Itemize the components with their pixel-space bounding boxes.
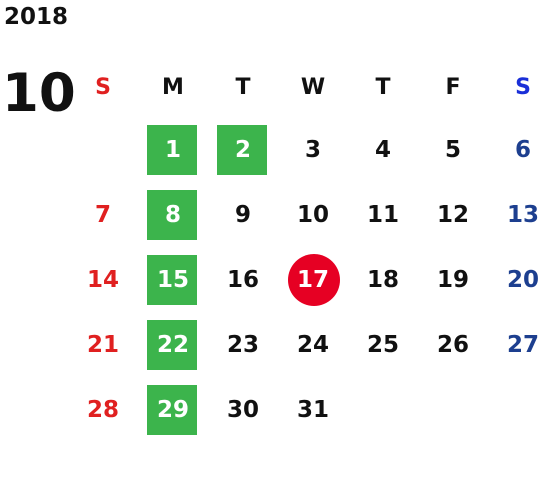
week-row: 1 2 3 4 5 6 [68, 125, 548, 175]
day-cell-19: 19 [418, 255, 488, 305]
day-cell-12: 12 [418, 190, 488, 240]
day-number: 17 [296, 267, 329, 293]
weekday-header-tuesday: T [235, 74, 251, 100]
day-number: 28 [86, 397, 119, 423]
week-row: 21 22 23 24 25 26 27 [68, 320, 548, 370]
day-cell-21: 21 [68, 320, 138, 370]
weekday-header-friday: F [445, 74, 461, 100]
day-number: 13 [506, 202, 539, 228]
weekday-header-thursday: T [375, 74, 391, 100]
day-cell-8: 8 [138, 190, 208, 240]
day-number: 30 [226, 397, 259, 423]
day-cell-17: 17 [278, 254, 348, 306]
day-number: 21 [86, 332, 119, 358]
day-cell-13: 13 [488, 190, 548, 240]
day-cell-7: 7 [68, 190, 138, 240]
weekday-header-row: S M T W T F S [68, 62, 548, 112]
day-number: 31 [296, 397, 329, 423]
day-number: 19 [436, 267, 469, 293]
day-cell-1: 1 [138, 125, 208, 175]
week-row: 7 8 9 10 11 12 13 [68, 190, 548, 240]
day-cell-18: 18 [348, 255, 418, 305]
day-cell-5: 5 [418, 125, 488, 175]
day-cell-24: 24 [278, 320, 348, 370]
day-cell-23: 23 [208, 320, 278, 370]
day-cell-22: 22 [138, 320, 208, 370]
day-number: 1 [164, 137, 181, 163]
day-number: 12 [436, 202, 469, 228]
week-row: 14 15 16 17 18 19 20 [68, 254, 548, 306]
day-number: 11 [366, 202, 399, 228]
day-cell-20: 20 [488, 255, 548, 305]
weekday-header-saturday: S [515, 74, 531, 100]
day-number: 18 [366, 267, 399, 293]
day-number: 22 [156, 332, 189, 358]
day-cell-6: 6 [488, 125, 548, 175]
day-cell-27: 27 [488, 320, 548, 370]
empty-day-cell [68, 125, 138, 175]
weekday-header-monday: M [162, 74, 184, 100]
day-number: 2 [234, 137, 251, 163]
day-number: 9 [234, 202, 251, 228]
day-cell-4: 4 [348, 125, 418, 175]
day-number: 16 [226, 267, 259, 293]
day-number: 27 [506, 332, 539, 358]
day-number: 20 [506, 267, 539, 293]
month-number: 10 [2, 63, 76, 124]
day-number: 7 [94, 202, 111, 228]
day-cell-10: 10 [278, 190, 348, 240]
day-number: 29 [156, 397, 189, 423]
day-cell-3: 3 [278, 125, 348, 175]
day-number: 4 [374, 137, 391, 163]
day-number: 15 [156, 267, 189, 293]
day-cell-16: 16 [208, 255, 278, 305]
year-label: 2018 [4, 4, 69, 30]
day-cell-15: 15 [138, 255, 208, 305]
day-cell-28: 28 [68, 385, 138, 435]
empty-day-cell [488, 385, 548, 435]
day-cell-14: 14 [68, 255, 138, 305]
day-number: 8 [164, 202, 181, 228]
day-cell-29: 29 [138, 385, 208, 435]
week-row: 28 29 30 31 [68, 385, 548, 435]
day-number: 3 [304, 137, 321, 163]
day-number: 10 [296, 202, 329, 228]
day-number: 5 [444, 137, 461, 163]
day-cell-26: 26 [418, 320, 488, 370]
day-number: 24 [296, 332, 329, 358]
day-number: 25 [366, 332, 399, 358]
day-number: 14 [86, 267, 119, 293]
day-cell-25: 25 [348, 320, 418, 370]
weekday-header-sunday: S [95, 74, 111, 100]
day-cell-2: 2 [208, 125, 278, 175]
empty-day-cell [348, 385, 418, 435]
empty-day-cell [418, 385, 488, 435]
day-number: 26 [436, 332, 469, 358]
day-number: 6 [514, 137, 531, 163]
day-cell-31: 31 [278, 385, 348, 435]
day-number: 23 [226, 332, 259, 358]
weekday-header-wednesday: W [300, 74, 326, 100]
day-cell-30: 30 [208, 385, 278, 435]
day-cell-9: 9 [208, 190, 278, 240]
day-cell-11: 11 [348, 190, 418, 240]
